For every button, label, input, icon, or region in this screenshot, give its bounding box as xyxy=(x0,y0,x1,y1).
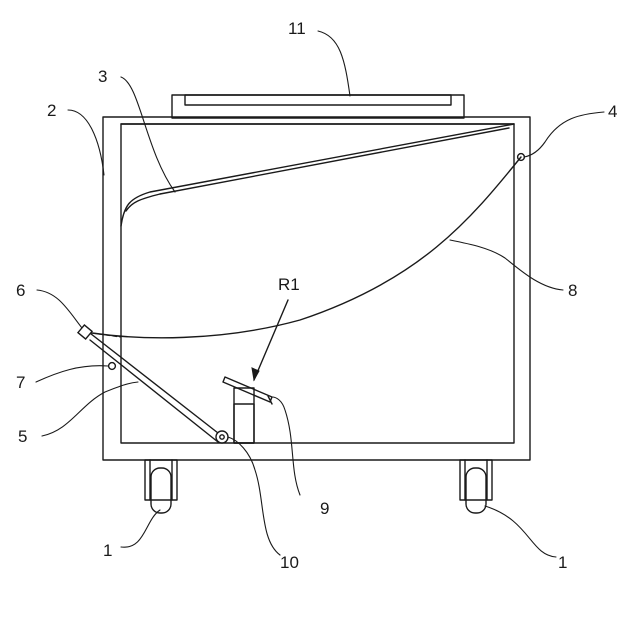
label-1-right: 1 xyxy=(558,553,567,572)
cable xyxy=(92,157,521,338)
label-2: 2 xyxy=(47,101,56,120)
label-r1: R1 xyxy=(278,275,300,294)
label-10: 10 xyxy=(280,553,299,572)
label-3: 3 xyxy=(98,67,107,86)
wheel-right xyxy=(460,460,492,513)
label-11: 11 xyxy=(288,19,306,38)
handle xyxy=(172,95,464,118)
pedal-block xyxy=(223,377,272,443)
label-7: 7 xyxy=(16,373,25,392)
label-9: 9 xyxy=(320,499,329,518)
wheel-left xyxy=(145,460,177,513)
label-4: 4 xyxy=(608,102,617,121)
label-1-left: 1 xyxy=(103,541,112,560)
outer-frame xyxy=(103,117,530,460)
r1-arrow xyxy=(252,300,288,380)
pivot-point-side xyxy=(109,363,116,370)
label-8: 8 xyxy=(568,281,577,300)
label-5: 5 xyxy=(18,427,27,446)
lever-arm xyxy=(78,325,218,442)
label-6: 6 xyxy=(16,281,25,300)
inclined-board xyxy=(121,124,514,226)
